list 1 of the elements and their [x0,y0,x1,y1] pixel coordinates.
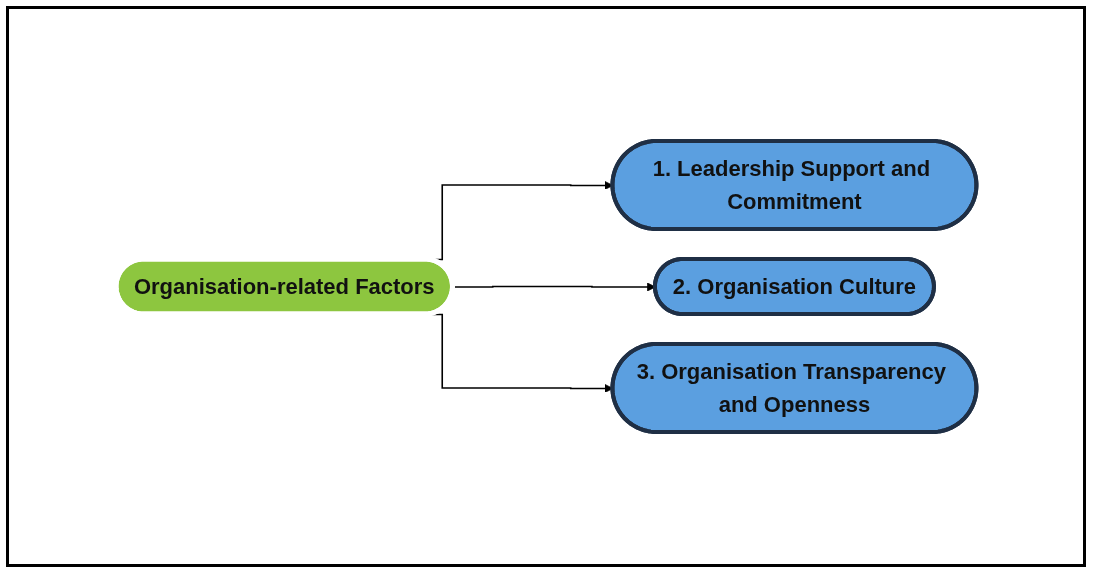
diagram-frame: Organisation-related Factors 1. Leadership Support and Commitment 2. Organisation Culture 3. Organisation Transparency and Openness [6,6,1086,567]
